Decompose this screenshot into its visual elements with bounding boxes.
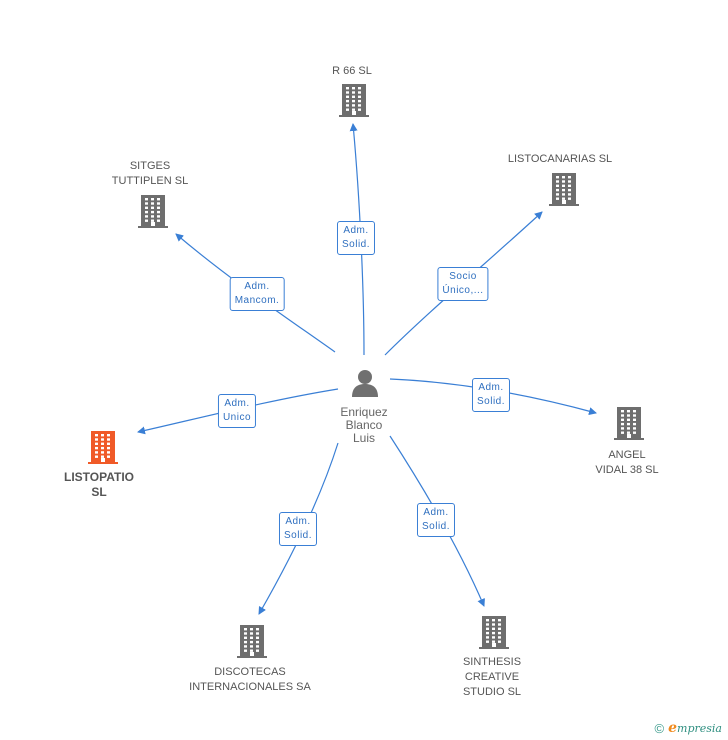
company-label-listocanarias[interactable]: LISTOCANARIAS SL <box>508 152 612 167</box>
building-icon-r66[interactable] <box>339 84 369 117</box>
company-name-line: LISTOCANARIAS SL <box>507 153 613 165</box>
edge-role-text: Adm. <box>423 507 449 518</box>
building-icon-synthesis[interactable] <box>479 616 509 649</box>
building-icon-listopatio[interactable] <box>88 431 118 464</box>
edge-role-text: Adm. <box>478 382 504 393</box>
brand-logo: empresia <box>668 720 722 736</box>
edge-role-label-listopatio[interactable]: Adm. Unico <box>217 394 257 428</box>
company-name-line: SINTHESIS <box>462 656 522 668</box>
building-icon-listocanarias[interactable] <box>549 173 579 206</box>
company-name-line: SL <box>91 485 107 499</box>
company-name-line: ANGEL <box>608 449 646 461</box>
edge-role-text: Solid. <box>341 239 371 250</box>
copyright-symbol: © <box>654 720 665 736</box>
company-name-line: VIDAL 38 SL <box>595 464 659 476</box>
company-label-discotecas[interactable]: DISCOTECAS INTERNACIONALES SA <box>189 665 311 695</box>
company-name-line: CREATIVE <box>464 671 520 683</box>
company-label-angel[interactable]: ANGEL VIDAL 38 SL <box>595 448 658 478</box>
company-name-line: R 66 SL <box>332 65 372 77</box>
center-person-label[interactable]: Enriquez Blanco Luis <box>340 406 387 445</box>
building-icon-discotecas[interactable] <box>237 625 267 658</box>
footer-brand[interactable]: © empresia <box>655 720 722 736</box>
person-icon[interactable] <box>352 370 378 397</box>
company-name-line: SITGES <box>129 160 171 172</box>
edge-role-text: Adm. <box>343 225 369 236</box>
company-label-synthesis[interactable]: SINTHESIS CREATIVE STUDIO SL <box>463 655 521 700</box>
center-name-line-3: Luis <box>352 431 375 445</box>
center-name-line-2: Blanco <box>345 418 383 432</box>
edge-role-label-r66[interactable]: Adm. Solid. <box>336 221 376 255</box>
company-label-r66[interactable]: R 66 SL <box>332 64 372 79</box>
edge-role-text: Unico <box>222 412 252 423</box>
edge-role-label-angel[interactable]: Adm. Solid. <box>471 378 511 412</box>
edge-role-text: Solid. <box>421 521 451 532</box>
company-name-line: TUTTIPLEN SL <box>111 175 189 187</box>
edge-role-label-synthesis[interactable]: Adm. Solid. <box>416 503 456 537</box>
company-name-line: DISCOTECAS <box>214 666 286 678</box>
company-name-line: STUDIO SL <box>462 686 522 698</box>
edge-role-text: Único,... <box>442 285 484 296</box>
edge-role-label-discotecas[interactable]: Adm. Solid. <box>278 512 318 546</box>
company-name-line: INTERNACIONALES SA <box>189 681 311 693</box>
edge-role-text: Socio <box>449 271 477 282</box>
company-name-line: LISTOPATIO <box>63 470 135 484</box>
company-label-sitges[interactable]: SITGES TUTTIPLEN SL <box>112 159 188 189</box>
edge-role-text: Adm. <box>244 281 270 292</box>
edge-role-text: Solid. <box>476 396 506 407</box>
edge-role-text: Adm. <box>285 516 311 527</box>
center-name-line-1: Enriquez <box>340 405 388 419</box>
building-icon-sitges[interactable] <box>138 195 168 228</box>
edge-role-text: Mancom. <box>234 295 280 306</box>
building-icon-angel[interactable] <box>614 407 644 440</box>
edge-role-text: Adm. <box>224 398 250 409</box>
edge-role-label-sitges[interactable]: Adm. Mancom. <box>229 277 285 311</box>
edge-role-text: Solid. <box>283 530 313 541</box>
